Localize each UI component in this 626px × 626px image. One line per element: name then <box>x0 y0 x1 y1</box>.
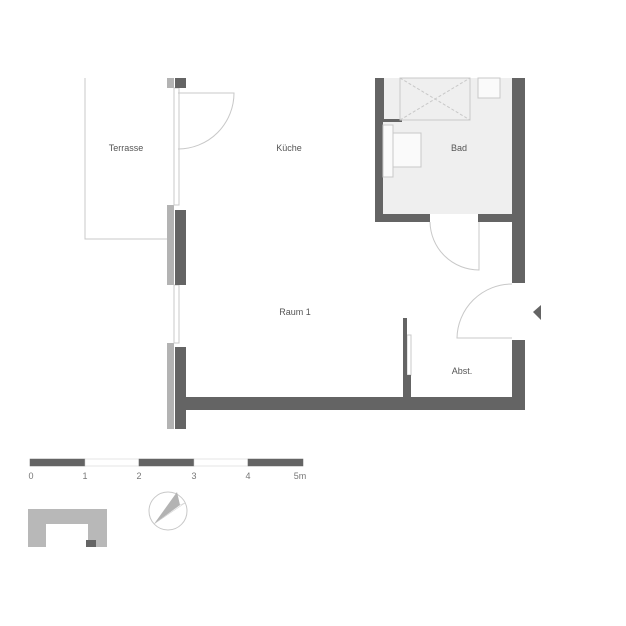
scale-bar <box>29 458 304 467</box>
room-label-kitchen: Küche <box>276 143 302 153</box>
north-arrow-icon <box>148 491 188 531</box>
bath-fixtures <box>382 77 501 178</box>
scale-tick: 1 <box>82 471 88 481</box>
entry-door <box>456 283 513 339</box>
doors <box>177 92 513 339</box>
scale-tick: 0 <box>28 471 34 481</box>
room-label-terrace: Terrasse <box>108 143 144 153</box>
room-label-bath: Bad <box>450 143 468 153</box>
scale-tick: 4 <box>245 471 251 481</box>
scale-tick: 3 <box>191 471 197 481</box>
terrace-outline <box>84 78 167 240</box>
scale-tick: 2 <box>136 471 142 481</box>
room-label-storage: Abst. <box>451 366 473 376</box>
counter <box>382 124 394 178</box>
kitchen-door <box>177 92 235 150</box>
bath-door <box>429 221 480 271</box>
room-label-room1: Raum 1 <box>279 307 311 317</box>
entrance-arrow-icon <box>533 305 541 320</box>
bathtub <box>477 77 501 99</box>
sink <box>392 132 422 168</box>
scale-tick: 5m <box>293 471 307 481</box>
walls <box>175 78 525 429</box>
exterior-wall <box>167 78 174 429</box>
shower <box>399 77 471 121</box>
key-plan <box>28 509 107 548</box>
